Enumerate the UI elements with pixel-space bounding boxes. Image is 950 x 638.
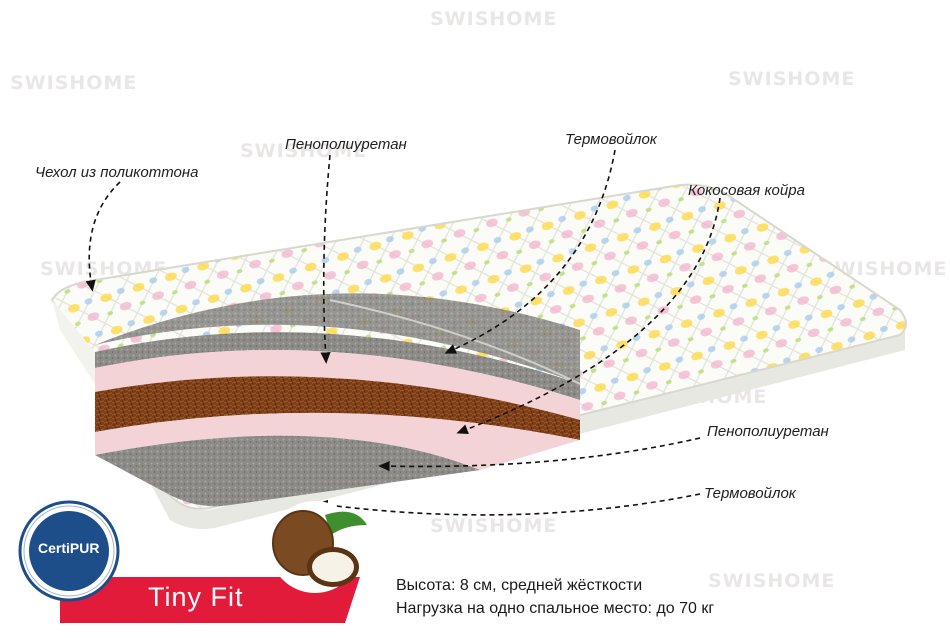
watermark: SWISHOME	[728, 68, 856, 90]
model-ribbon	[60, 577, 360, 623]
spec-load: Нагрузка на одно спальное место: до 70 к…	[396, 600, 715, 617]
model-name: Tiny Fit	[148, 582, 244, 612]
watermark: SWISHOME	[430, 8, 558, 30]
spec-height: Высота: 8 см, средней жёсткости	[396, 577, 643, 594]
watermark: SWISHOME	[708, 570, 836, 592]
certipur-badge-icon	[18, 500, 120, 602]
watermark: SWISHOME	[10, 72, 138, 94]
watermark: SWISHOME	[240, 140, 368, 162]
watermark: SWISHOME	[430, 515, 558, 537]
label-felt-top: Термовойлок	[565, 131, 657, 148]
label-foam-bottom: Пенополиуретан	[707, 423, 829, 440]
label-cover: Чехол из поликоттона	[35, 164, 199, 181]
label-felt-bottom: Термовойлок	[704, 485, 796, 502]
certipur-name: CertiPUR	[38, 540, 100, 556]
label-coir: Кокосовая койра	[688, 182, 805, 199]
coconut-icon	[269, 501, 367, 593]
label-foam-top: Пенополиуретан	[285, 136, 407, 153]
watermark: SWISHOME	[820, 258, 948, 280]
